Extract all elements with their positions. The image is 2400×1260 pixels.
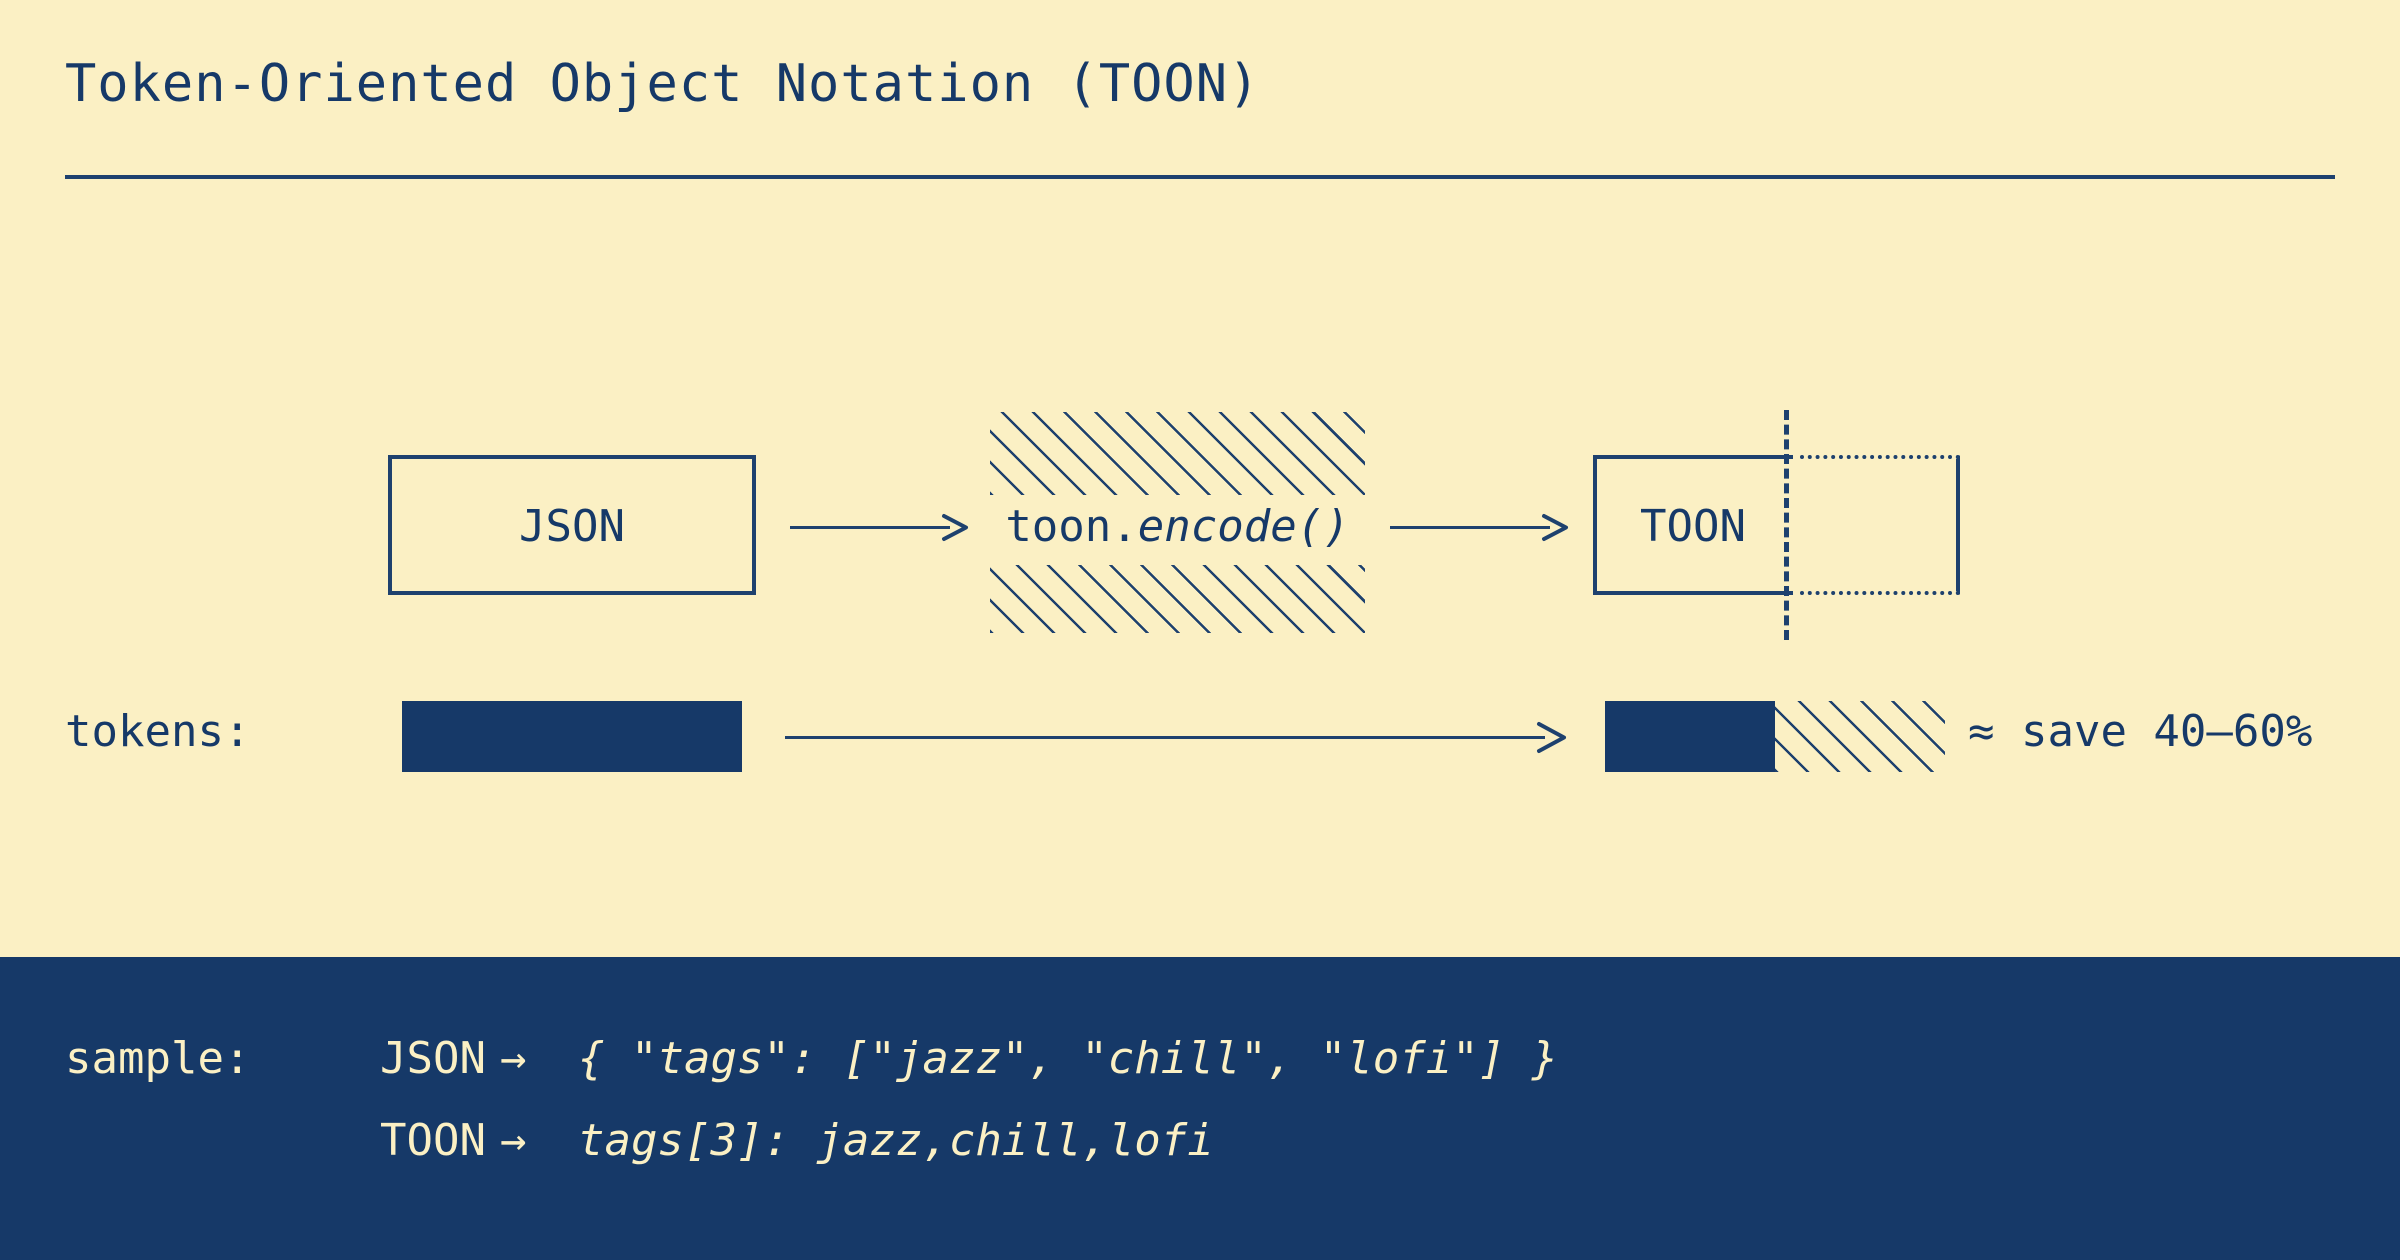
tokens-row-label: tokens: [65,706,251,757]
encode-label-italic: encode() [1137,501,1350,552]
arrow-encode-to-toon-line [1390,526,1550,529]
toon-node-label: TOON [1640,501,1746,552]
sample-row-toon-code: tags[3]: jazz,chill,lofi [578,1115,1214,1166]
sample-row-json: JSON→{ "tags": ["jazz", "chill", "lofi"]… [380,1037,1558,1081]
sample-row-toon-kind: TOON [380,1115,486,1166]
sample-row-toon: TOON→tags[3]: jazz,chill,lofi [380,1119,1214,1163]
json-node-box [388,455,756,595]
page-title: Token-Oriented Object Notation (TOON) [65,54,1261,114]
arrow-tokens-line [785,736,1545,739]
title-divider [65,175,2335,179]
token-bar-json [402,701,742,772]
sample-label: sample: [65,1033,251,1084]
savings-label: ≈ save 40–60% [1968,706,2313,757]
json-node-label: JSON [519,501,625,552]
toon-node-dashed-divider [1784,410,1789,640]
arrow-json-to-encode-line [790,526,950,529]
token-bar-toon-saved [1775,701,1945,772]
toon-node-saved-space-box [1800,455,1960,595]
sample-row-json-kind: JSON [380,1033,486,1084]
token-bar-toon-used [1605,701,1775,772]
sample-row-toon-arrow: → [500,1115,527,1166]
encode-label-plain: toon. [1005,501,1138,552]
sample-row-json-arrow: → [500,1033,527,1084]
toon-node-box [1593,455,1793,595]
encode-hatch-bottom [990,565,1365,633]
sample-row-json-code: { "tags": ["jazz", "chill", "lofi"] } [578,1033,1559,1084]
sample-band [0,957,2400,1260]
encode-hatch-top [990,412,1365,495]
encode-node-label: toon.encode() [990,505,1365,549]
